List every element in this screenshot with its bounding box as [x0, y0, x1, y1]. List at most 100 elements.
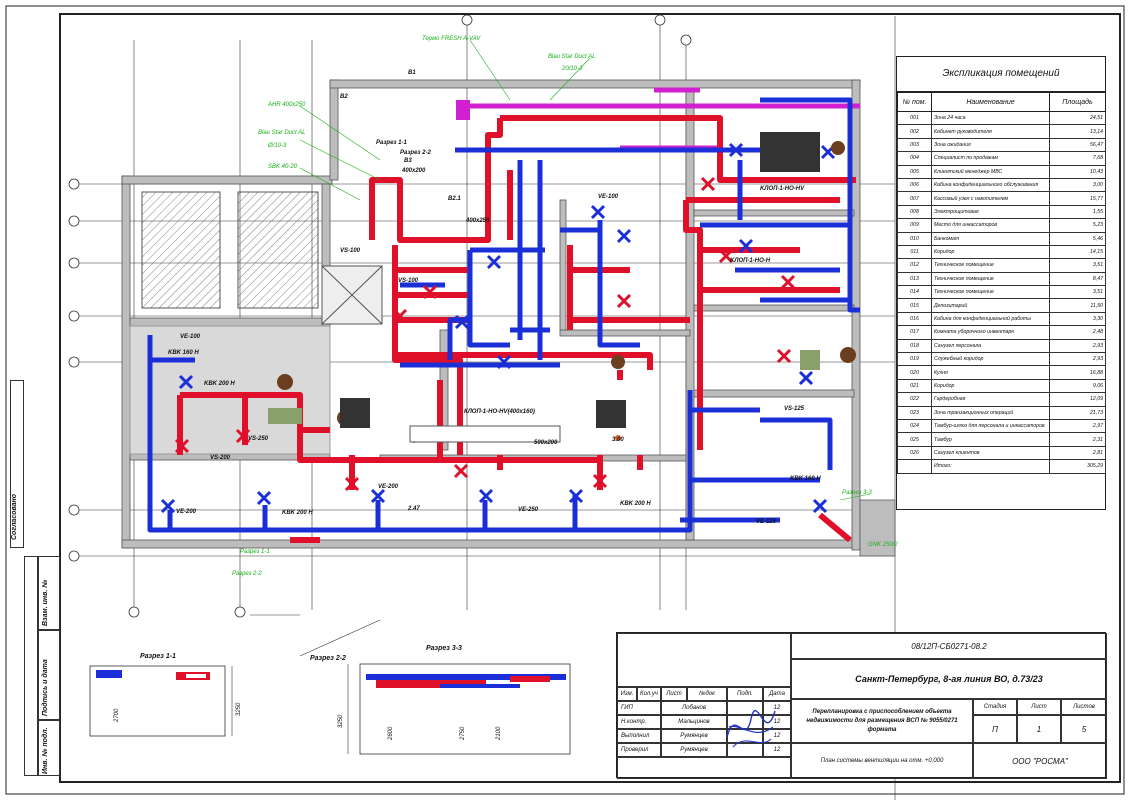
stair-hatch-2 [237, 191, 319, 309]
annotation: VS-200 [210, 455, 231, 461]
room-name: Место для инкассаторов [931, 218, 1050, 233]
person-name: Лобанов [661, 701, 727, 715]
room-number: 013 [897, 271, 932, 287]
room-number: 018 [897, 338, 932, 354]
room-area: 305,29 [1049, 459, 1106, 474]
side-cell [38, 630, 60, 720]
room-number: 022 [897, 392, 932, 407]
section-dim: 3250 [338, 714, 344, 728]
room-number [897, 459, 932, 474]
room-number: 004 [897, 151, 932, 166]
green-label: Ø/10-3 [267, 143, 287, 149]
room-number: 025 [897, 432, 932, 447]
explication-header: № пом. [897, 92, 932, 112]
room-area: 2,97 [1049, 418, 1106, 434]
explication-row: Итого:305,29 [897, 459, 1106, 474]
section-views: 2700 3250 Разрез 1-1 3250 2600 2750 2100… [89, 614, 571, 755]
room-area: 14,15 [1049, 244, 1106, 260]
room-area: 2,93 [1049, 338, 1106, 354]
room-number: 016 [897, 311, 932, 327]
company-name: ООО "РОСМА" [973, 743, 1107, 779]
room-name: Кассовый узел с накопителем [931, 191, 1050, 206]
room-area: 12,09 [1049, 392, 1106, 407]
annotation: KBK 200 H [620, 501, 651, 507]
room-area: 2,93 [1049, 352, 1106, 367]
room-name: Коридор [931, 244, 1050, 260]
room-area: 5,46 [1049, 231, 1106, 246]
room-area: 3,51 [1049, 258, 1106, 273]
green-label: GNK 250/2 [868, 542, 898, 548]
side-label: Подпись и дата [42, 659, 49, 716]
stamp-blank-row [617, 757, 791, 779]
room-area: 56,47 [1049, 137, 1106, 153]
room-name: Гардеробная [931, 392, 1050, 407]
room-number: 003 [897, 137, 932, 153]
room-number: 012 [897, 258, 932, 273]
room-area: 3,30 [1049, 311, 1106, 327]
room-area: 2,81 [1049, 445, 1106, 461]
green-label: AHR 400x250 [267, 102, 306, 108]
room-area: 1,55 [1049, 204, 1106, 220]
room-number: 007 [897, 191, 932, 206]
side-approval-block: Согласовано Взам. инв. № Подпись и дата … [10, 380, 60, 776]
annotation: KЛOП-1-HO-HV [760, 186, 805, 192]
exhaust-ducts [147, 97, 860, 533]
revision-blank [617, 633, 791, 687]
side-cell [24, 556, 38, 776]
col-header: Подп. [727, 687, 763, 701]
annotation: 500x200 [534, 440, 558, 446]
green-label: Разрез 2-2 [232, 571, 262, 577]
title-block: Изм. Кол.уч Лист №док Подп. Дата ГИП Лоб… [616, 632, 1107, 779]
side-cell [38, 556, 60, 630]
explication-header: Площадь [1049, 92, 1106, 112]
room-number: 001 [897, 110, 932, 126]
project-description: Перепланировка с приспособлением объекта… [791, 699, 973, 743]
lower-wall-room [129, 325, 331, 455]
room-explication-table: Экспликация помещений № пом. Наименовани… [896, 56, 1106, 510]
annotation: VE-200 [378, 484, 399, 490]
col-header: №док [687, 687, 727, 701]
room-area: 21,73 [1049, 405, 1106, 420]
room-area: 9,06 [1049, 378, 1106, 394]
room-name: Коридор [931, 378, 1050, 394]
annotation: VE-200 [176, 509, 197, 515]
side-label: Инв. № подл. [42, 727, 49, 774]
annotation: Разрез 1-1 [376, 140, 407, 146]
annotation: VE-100 [180, 334, 201, 340]
sheet-number: 1 [1017, 715, 1061, 743]
role-label: Выполнил [617, 729, 661, 743]
annotation: KЛOП-1-HO-H [730, 258, 771, 264]
explication-title: Экспликация помещений [897, 57, 1105, 92]
annotation: 400x200 [401, 168, 426, 174]
annotation: Разрез 2-2 [400, 150, 431, 156]
room-number: 010 [897, 231, 932, 246]
sheet-inner-frame [59, 13, 1121, 783]
stair-diag-2 [321, 265, 383, 325]
annotation: VS-250 [248, 436, 269, 442]
room-name: Зона 24 часа [931, 110, 1050, 126]
side-label: Взам. инв. № [42, 579, 49, 626]
annotation: KBK 200 H [204, 381, 235, 387]
person-name: Румянцев [661, 729, 727, 743]
annotation: VS-100 [340, 248, 361, 254]
room-name: Депозитарий [931, 298, 1050, 313]
room-number: 019 [897, 352, 932, 367]
equipment [268, 132, 856, 443]
signature-cell [727, 715, 763, 729]
section-title: Разрез 3-3 [426, 645, 462, 652]
annotation: KBK 160 H [790, 476, 821, 482]
room-number: 023 [897, 405, 932, 420]
room-area: 8,47 [1049, 271, 1106, 287]
